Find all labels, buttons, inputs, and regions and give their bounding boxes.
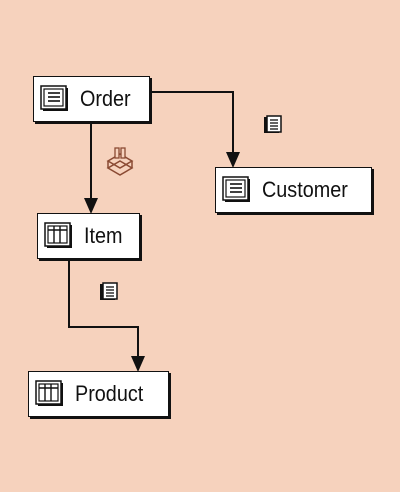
node-product[interactable]: Product	[28, 371, 169, 417]
arrowhead-order-customer	[226, 152, 240, 168]
node-label-customer: Customer	[262, 177, 348, 202]
grid-table-icon	[44, 221, 74, 251]
node-label-order: Order	[80, 86, 131, 111]
list-table-icon	[40, 84, 70, 114]
grid-table-icon	[35, 379, 65, 409]
node-label-product: Product	[75, 381, 144, 406]
reference-icon	[262, 115, 284, 135]
reference-icon	[98, 282, 120, 302]
list-table-icon	[222, 175, 252, 205]
node-label-item: Item	[84, 223, 123, 248]
node-order[interactable]: Order	[33, 76, 150, 122]
composition-icon	[103, 144, 137, 178]
node-item[interactable]: Item	[37, 213, 140, 259]
edge-order-customer	[150, 91, 234, 158]
edge-item-product	[68, 260, 139, 362]
arrowhead-item-product	[131, 356, 145, 372]
arrowhead-order-item	[84, 198, 98, 214]
node-customer[interactable]: Customer	[215, 167, 372, 213]
